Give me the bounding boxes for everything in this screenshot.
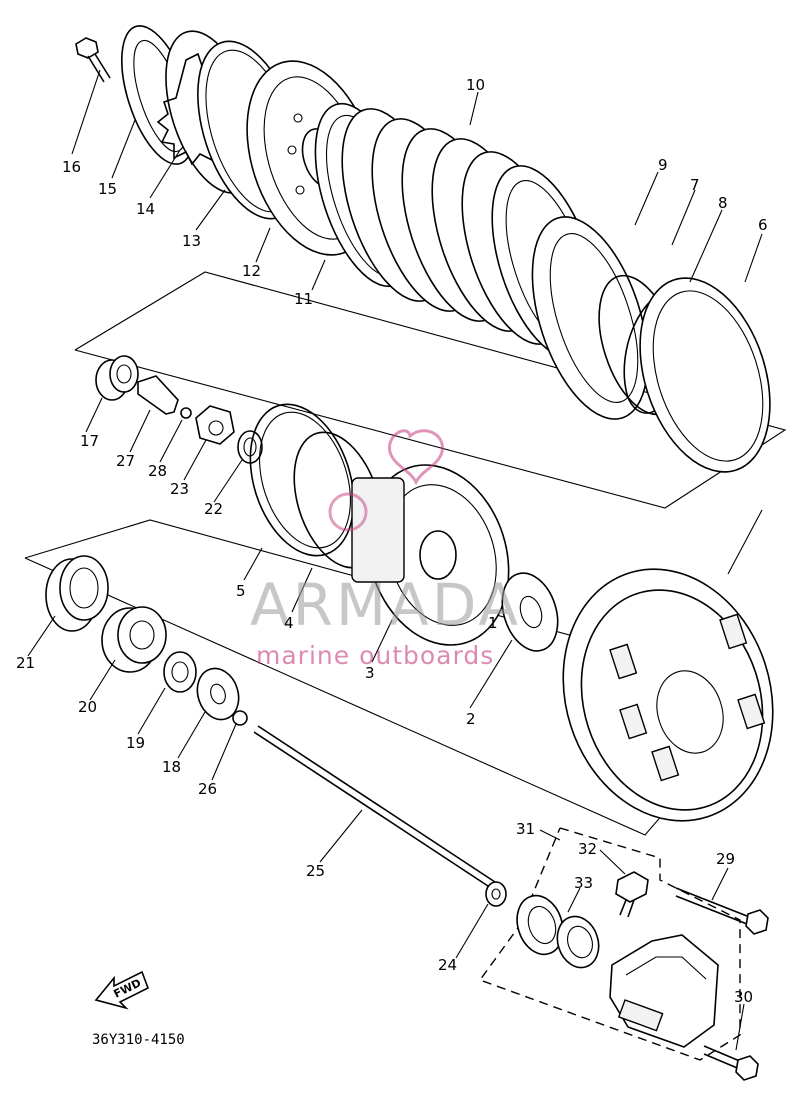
part-label-19: 19 <box>126 734 145 752</box>
part-label-21: 21 <box>16 654 35 672</box>
part-number-labels: 1 2 3 4 5 6 7 8 9 10 11 12 13 14 15 16 1… <box>16 76 768 1006</box>
part-label-32: 32 <box>578 840 597 858</box>
part-label-12: 12 <box>242 262 261 280</box>
upper-group-outline <box>74 271 787 509</box>
part-5-ring <box>249 403 355 557</box>
part-label-1: 1 <box>488 614 498 632</box>
part-label-6: 6 <box>758 216 768 234</box>
part-label-29: 29 <box>716 850 735 868</box>
part-6-plate <box>639 277 771 473</box>
cover-group-outline <box>478 827 741 1061</box>
part-25-push-rod <box>253 725 496 889</box>
part-label-10: 10 <box>466 76 485 94</box>
part-label-24: 24 <box>438 956 457 974</box>
part-label-26: 26 <box>198 780 217 798</box>
part-label-11: 11 <box>294 290 313 308</box>
part-label-8: 8 <box>718 194 728 212</box>
drawing-code: 36Y310-4150 <box>92 1032 185 1048</box>
part-33-oil-seals <box>516 894 600 969</box>
part-30-bolt <box>703 1045 759 1081</box>
forward-arrow-icon: FWD <box>94 970 150 1010</box>
part-label-28: 28 <box>148 462 167 480</box>
part-22-washer <box>237 430 263 464</box>
part-16-bolt <box>75 37 111 83</box>
part-label-9: 9 <box>658 156 668 174</box>
part-28-ball <box>180 407 192 419</box>
part-9-plate <box>531 216 649 420</box>
part-19-bearing <box>163 651 197 693</box>
part-29-bolt <box>675 887 769 935</box>
part-26-ball <box>232 710 248 726</box>
part-1-clutch-housing <box>562 568 774 822</box>
part-label-15: 15 <box>98 180 117 198</box>
part-label-22: 22 <box>204 500 223 518</box>
part-27-push-rod-piece <box>137 375 179 415</box>
part-label-27: 27 <box>116 452 135 470</box>
part-label-13: 13 <box>182 232 201 250</box>
part-20-collar <box>101 606 167 673</box>
part-23-nut <box>195 405 235 445</box>
part-label-20: 20 <box>78 698 97 716</box>
part-label-31: 31 <box>516 820 535 838</box>
part-2-thrust-washer <box>501 572 559 652</box>
part-label-7: 7 <box>690 176 700 194</box>
part-label-14: 14 <box>136 200 155 218</box>
watermark: ARMADA marine outboards <box>250 429 521 670</box>
part-label-16: 16 <box>62 158 81 176</box>
part-label-17: 17 <box>80 432 99 450</box>
part-label-30: 30 <box>734 988 753 1006</box>
part-label-5: 5 <box>236 582 246 600</box>
part-18-washer <box>196 667 240 721</box>
watermark-tagline: marine outboards <box>256 641 494 670</box>
part-32-bleed-screw <box>615 871 649 918</box>
part-31-cover <box>609 934 719 1048</box>
part-label-33: 33 <box>574 874 593 892</box>
part-label-2: 2 <box>466 710 476 728</box>
part-label-25: 25 <box>306 862 325 880</box>
part-label-3: 3 <box>365 664 375 682</box>
part-label-4: 4 <box>284 614 294 632</box>
watermark-logo-icon <box>388 429 444 486</box>
part-17-bearing <box>95 355 139 401</box>
watermark-brand: ARMADA <box>250 571 521 639</box>
part-label-23: 23 <box>170 480 189 498</box>
part-24-seal <box>485 881 507 907</box>
leader-lines <box>27 69 763 1051</box>
part-label-18: 18 <box>162 758 181 776</box>
part-21-bearing-cage <box>45 555 109 632</box>
